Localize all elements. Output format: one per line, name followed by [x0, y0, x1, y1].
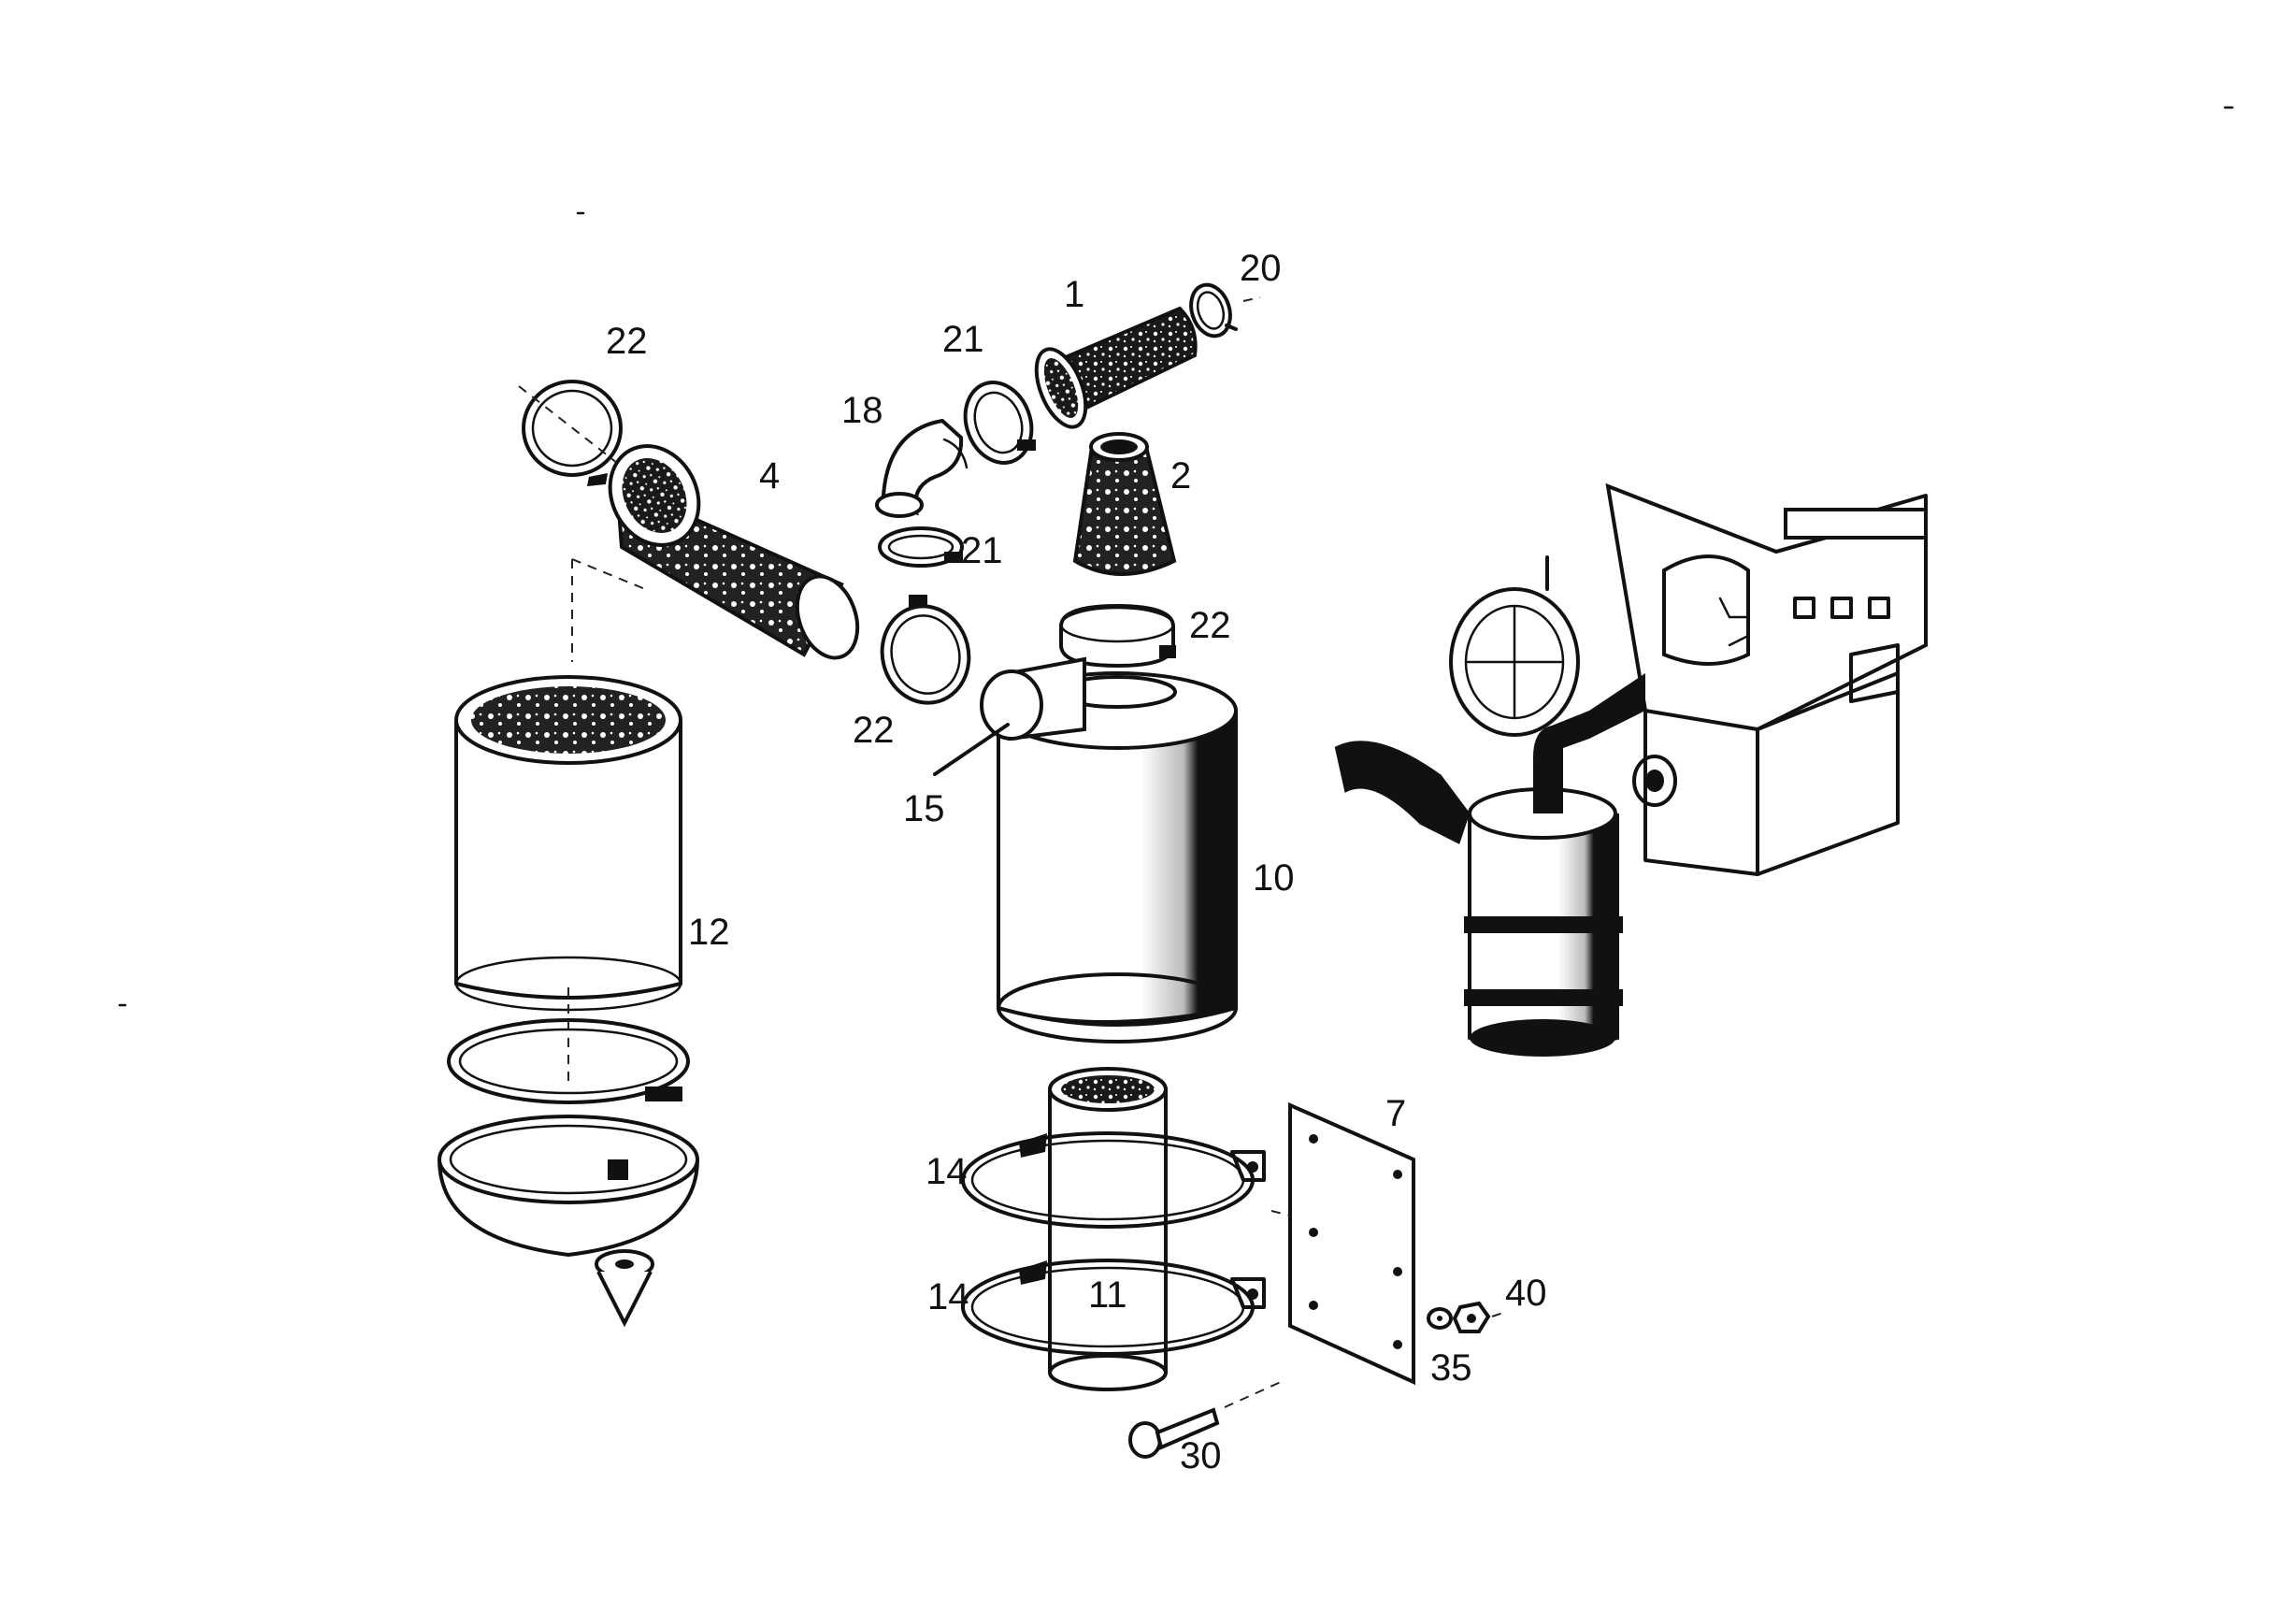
callout-30: 30 — [1180, 1435, 1222, 1476]
callout-11: 11 — [1088, 1274, 1127, 1316]
hose-clamp — [880, 595, 971, 705]
hose-clamp — [1189, 282, 1261, 338]
large-hose — [608, 444, 860, 660]
nut — [1452, 1301, 1504, 1333]
callout-22: 22 — [606, 321, 648, 362]
hose-clamp — [1059, 604, 1176, 668]
retaining-band — [447, 1018, 690, 1104]
mounting-bracket — [961, 1067, 1266, 1391]
callout-7: 7 — [1385, 1093, 1406, 1134]
intake-cone — [1072, 432, 1177, 576]
callout-labels: 1 20 21 22 18 4 2 21 22 22 15 10 12 7 14… — [606, 248, 1547, 1476]
callout-14: 14 — [926, 1151, 968, 1192]
washer — [1427, 1307, 1453, 1330]
callout-14: 14 — [927, 1276, 969, 1317]
callout-4: 4 — [759, 455, 780, 497]
callout-35: 35 — [1430, 1347, 1472, 1389]
hose-clamp — [878, 526, 964, 568]
callout-20: 20 — [1240, 248, 1282, 289]
engine-assembly — [1334, 482, 1928, 1057]
hose-clamp — [518, 380, 623, 486]
mounting-plate — [1270, 1101, 1415, 1386]
scan-marks — [118, 106, 2234, 1007]
elbow-hose — [875, 418, 969, 518]
callout-18: 18 — [841, 390, 883, 431]
callout-22: 22 — [1189, 605, 1231, 646]
hose-clamp — [963, 381, 1036, 465]
inlet-stub — [933, 656, 1086, 776]
callout-15: 15 — [903, 788, 945, 829]
callout-40: 40 — [1505, 1273, 1547, 1314]
dust-cup — [438, 1115, 699, 1258]
bolt — [1128, 1381, 1282, 1459]
cooling-fan-icon — [1449, 587, 1580, 737]
callout-21: 21 — [961, 530, 1003, 571]
callout-1: 1 — [1064, 274, 1084, 315]
filter-element — [454, 558, 682, 1085]
intake-hose — [1034, 306, 1198, 429]
callout-10: 10 — [1253, 857, 1295, 899]
engine-air-cleaner — [1464, 787, 1623, 1057]
callout-2: 2 — [1170, 455, 1191, 497]
callout-12: 12 — [688, 912, 730, 953]
dust-valve — [595, 1249, 654, 1328]
callout-21: 21 — [942, 319, 984, 360]
callout-22: 22 — [853, 710, 895, 751]
